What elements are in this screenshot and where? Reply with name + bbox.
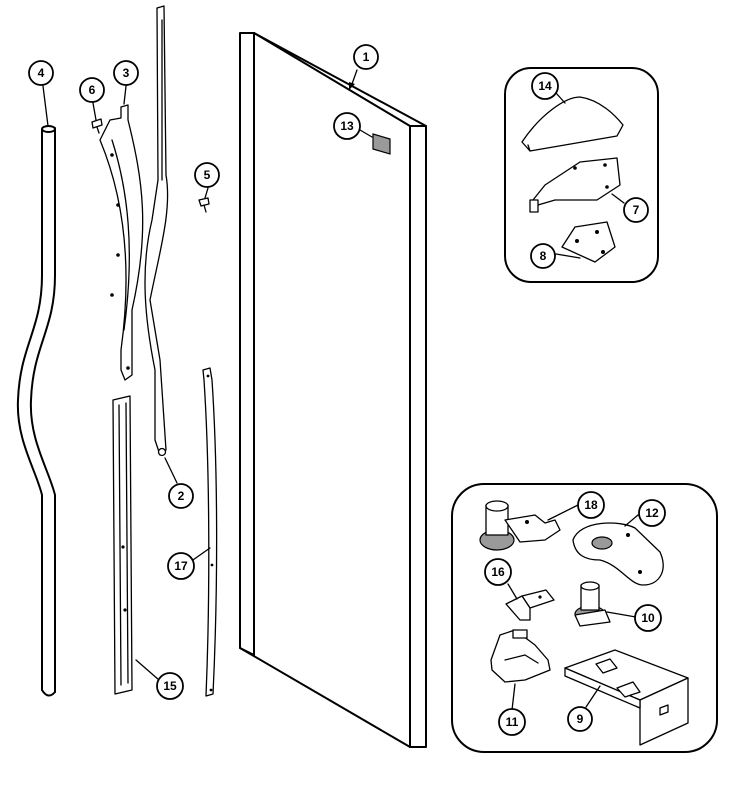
door-channel [112,395,133,695]
svg-text:1: 1 [363,50,370,64]
leader-lines [42,69,639,711]
door-bar [202,367,218,697]
part-18-hinge-pin [479,500,561,551]
callout-13: 13 [333,112,361,140]
callout-7: 7 [623,197,649,223]
callout-2: 2 [168,483,194,509]
callout-16: 16 [484,558,512,586]
callout-17: 17 [167,552,195,580]
svg-text:3: 3 [123,66,130,80]
callout-6: 6 [79,77,105,103]
callout-12: 12 [638,499,666,527]
svg-text:4: 4 [38,66,45,80]
callout-11: 11 [498,708,526,736]
svg-text:7: 7 [633,203,640,217]
part-16-bracket [505,589,555,621]
callout-18: 18 [577,491,605,519]
callout-4: 4 [28,60,54,86]
svg-text:2: 2 [178,489,185,503]
svg-text:11: 11 [506,715,519,729]
part-10-pin [574,581,611,627]
part-9-hinge-bracket [564,649,689,746]
door-strip-long [144,5,169,457]
callout-1: 1 [353,44,379,70]
callout-3: 3 [113,60,139,86]
screw-5 [198,197,210,213]
part-12-hinge-plate [572,522,664,586]
lower-hinge-inset [451,483,718,753]
svg-text:8: 8 [540,249,547,263]
svg-text:5: 5 [204,168,211,182]
svg-text:16: 16 [491,565,505,579]
callout-14: 14 [531,72,559,100]
svg-text:13: 13 [340,119,354,133]
door-gasket [16,125,56,697]
svg-text:15: 15 [163,679,177,693]
door-panel [239,32,427,748]
svg-text:18: 18 [584,498,598,512]
svg-text:17: 17 [174,559,188,573]
svg-text:14: 14 [538,79,552,93]
svg-text:10: 10 [641,611,655,625]
upper-hinge-inset [504,67,659,283]
svg-text:9: 9 [577,712,584,726]
svg-text:12: 12 [645,506,659,520]
svg-text:6: 6 [89,83,96,97]
trim-strip [99,104,144,381]
callout-10: 10 [634,604,662,632]
callout-15: 15 [156,672,184,700]
callout-8: 8 [530,243,556,269]
callout-9: 9 [567,706,593,732]
part-11-cover [490,629,551,683]
door-label-plate [372,133,391,155]
callout-5: 5 [194,162,220,188]
screw-6 [91,118,103,134]
